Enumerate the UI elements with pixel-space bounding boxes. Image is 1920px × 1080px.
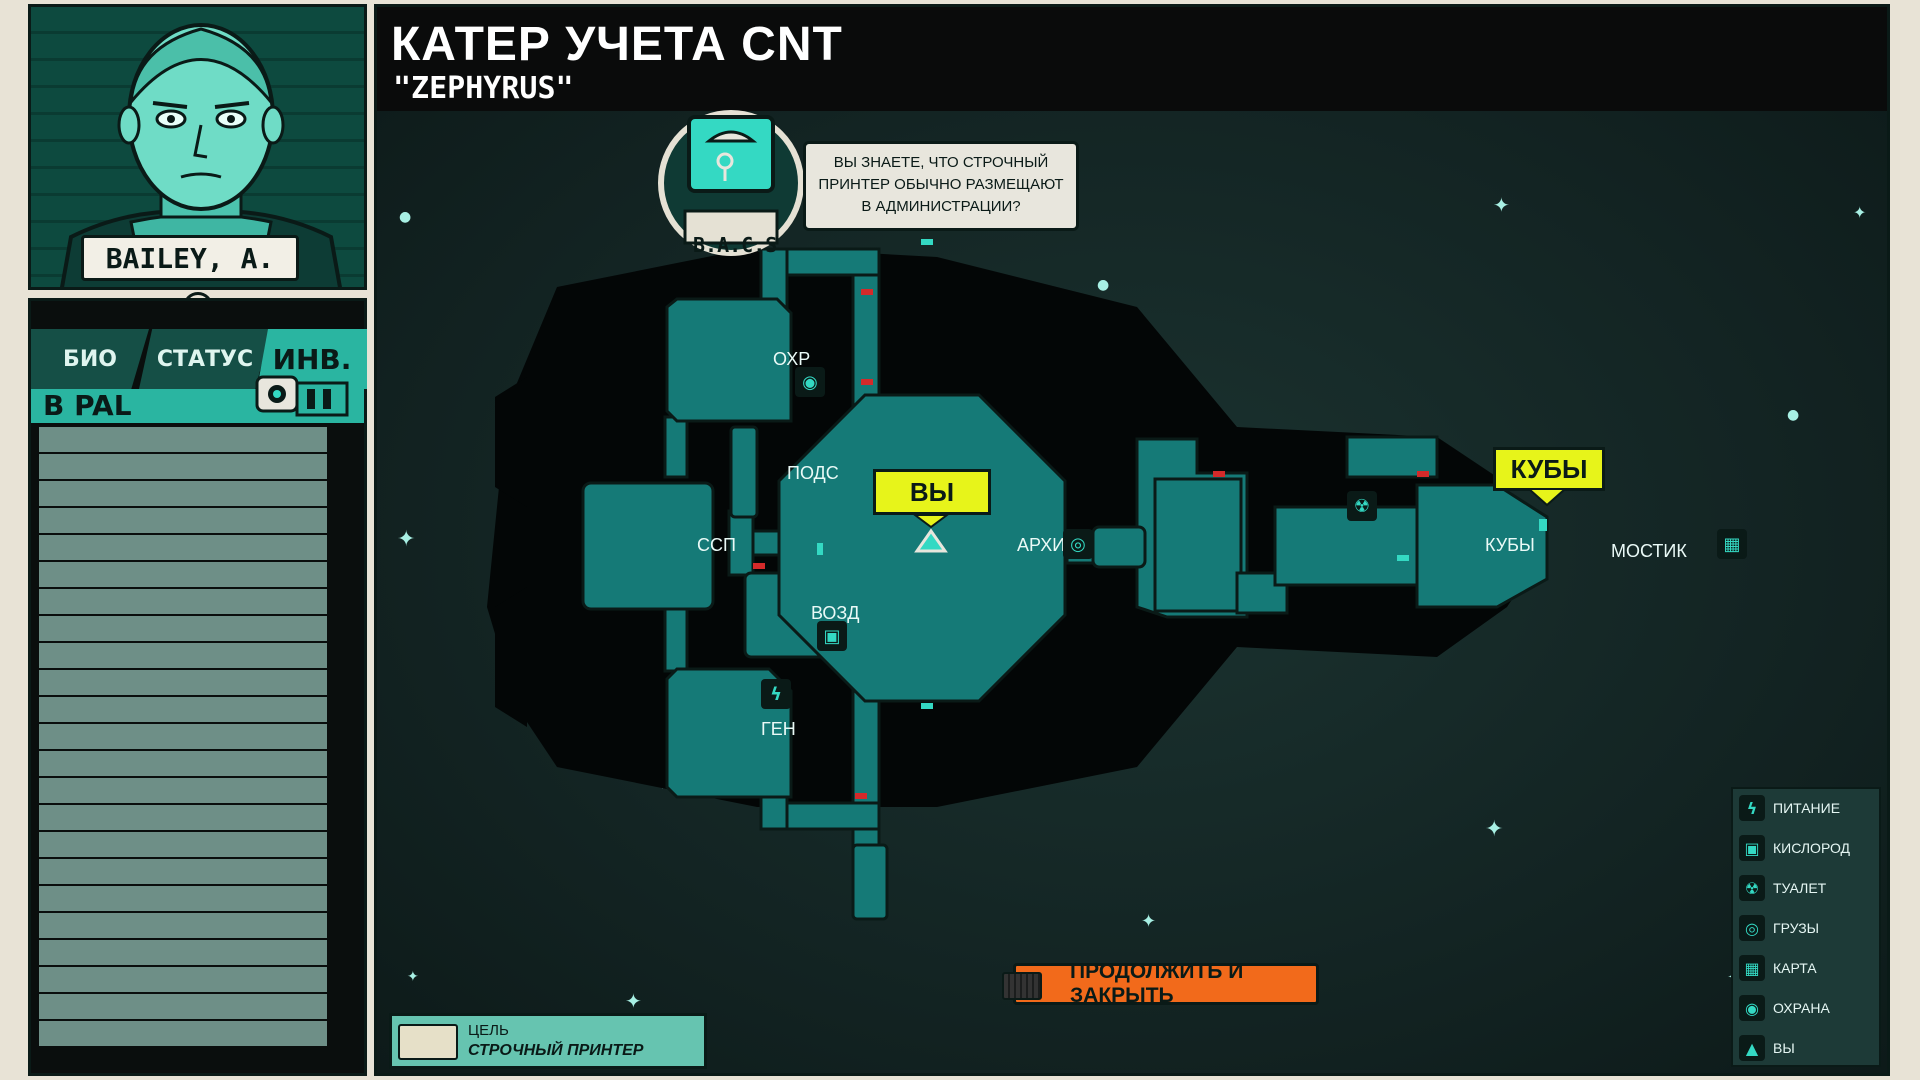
star-icon: ● <box>1097 277 1110 293</box>
ship-schematic <box>487 239 1549 921</box>
legend-label: ВЫ <box>1773 1040 1795 1056</box>
map-terminal-icon: ▦ <box>1717 529 1747 559</box>
map-title: КАТЕР УЧЕТА CNT <box>391 18 843 71</box>
line-printer-icon <box>398 1024 458 1060</box>
star-icon: ✦ <box>1493 193 1510 217</box>
character-portrait: BAILEY, A. <box>28 4 367 290</box>
inventory-slot[interactable] <box>39 940 327 965</box>
legend-item-map: ▦ КАРТА <box>1739 953 1817 983</box>
objective-box: ЦЕЛЬ СТРОЧНЫЙ ПРИНТЕР <box>389 1013 707 1069</box>
panel-tabs: БИО СТАТУС ИНВ. <box>31 329 367 389</box>
legend-label: ОХРАНА <box>1773 1000 1830 1016</box>
inventory-panel: БИО СТАТУС ИНВ. В PAL <box>28 298 367 1076</box>
legend-label: ГРУЗЫ <box>1773 920 1820 936</box>
continue-close-button[interactable]: ПРОДОЛЖИТЬ И ЗАКРЫТЬ <box>1002 960 1319 1007</box>
room-label-bridge: МОСТИК <box>1611 541 1687 561</box>
inventory-slot[interactable] <box>39 994 327 1019</box>
inventory-slot[interactable] <box>39 832 327 857</box>
room-label-generator: ГЕН <box>761 719 796 739</box>
bacs-label: B.A.C.S <box>693 233 778 257</box>
star-icon: ● <box>399 209 412 225</box>
star-icon: ✦ <box>1853 203 1867 222</box>
tab-status[interactable]: СТАТУС <box>139 329 271 389</box>
inventory-slot[interactable] <box>39 535 327 560</box>
inventory-slot[interactable] <box>39 967 327 992</box>
inventory-scrollbar[interactable] <box>334 427 358 1067</box>
inventory-list <box>39 427 327 1067</box>
star-icon: ✦ <box>407 969 419 985</box>
star-icon: ● <box>1787 407 1800 423</box>
objective-cubes-marker: КУБЫ <box>1493 447 1605 491</box>
star-icon: ✦ <box>1485 817 1504 842</box>
legend-item-toilet: ☢ ТУАЛЕТ <box>1739 873 1826 903</box>
cubes-pointer-icon <box>1527 488 1567 507</box>
inventory-slot[interactable] <box>39 670 327 695</box>
legend-item-cargo: ◎ ГРУЗЫ <box>1739 913 1819 943</box>
inventory-slot[interactable] <box>39 778 327 803</box>
inventory-slot[interactable] <box>39 562 327 587</box>
inventory-slot[interactable] <box>39 859 327 884</box>
map-icon: ▦ <box>1739 955 1765 981</box>
legend-label: ТУАЛЕТ <box>1773 880 1827 896</box>
security-icon: ◉ <box>1739 995 1765 1021</box>
objective-value: СТРОЧНЫЙ ПРИНТЕР <box>468 1042 644 1059</box>
inventory-slot[interactable] <box>39 454 327 479</box>
player-location-marker: ВЫ <box>873 469 991 515</box>
star-icon: ✦ <box>397 527 416 552</box>
oxygen-icon: ▣ <box>817 621 847 651</box>
room-label-support: ПОДС <box>787 463 839 483</box>
legend-item-oxygen: ▣ КИСЛОРОД <box>1739 833 1850 863</box>
inventory-slot[interactable] <box>39 508 327 533</box>
legend-item-you: ▲ ВЫ <box>1739 1033 1795 1063</box>
room-label-ssp: ССП <box>697 535 736 555</box>
map-title-bar: КАТЕР УЧЕТА CNT "ZEPHYRUS" <box>377 7 1887 111</box>
inventory-slot[interactable] <box>39 1021 327 1046</box>
map-subtitle: "ZEPHYRUS" <box>393 71 574 106</box>
toilet-icon: ☢ <box>1739 875 1765 901</box>
power-icon: ϟ <box>761 679 791 709</box>
toilet-icon: ☢ <box>1347 491 1377 521</box>
tab-bio[interactable]: БИО <box>31 329 149 389</box>
inventory-slot[interactable] <box>39 886 327 911</box>
room-label-air: ВОЗД <box>811 603 860 623</box>
room-label-cubes: КУБЫ <box>1485 535 1535 555</box>
map-legend: ϟ ПИТАНИЕ ▣ КИСЛОРОД ☢ ТУАЛЕТ ◎ ГРУЗЫ ▦ … <box>1731 787 1881 1067</box>
star-icon: ✦ <box>625 989 642 1013</box>
legend-label: ПИТАНИЕ <box>1773 800 1841 816</box>
oxygen-icon: ▣ <box>1739 835 1765 861</box>
inventory-slot[interactable] <box>39 724 327 749</box>
ship-map: КАТЕР УЧЕТА CNT "ZEPHYRUS" ● ✦ ✦ ✦ ✦ ✦ ✦… <box>374 4 1890 1076</box>
keyboard-key-icon <box>1002 972 1042 1000</box>
star-icon: ✦ <box>1141 911 1157 932</box>
legend-item-security: ◉ ОХРАНА <box>1739 993 1830 1023</box>
cargo-icon: ◎ <box>1739 915 1765 941</box>
inventory-slot[interactable] <box>39 481 327 506</box>
inventory-slot[interactable] <box>39 697 327 722</box>
continue-close-label: ПРОДОЛЖИТЬ И ЗАКРЫТЬ <box>1070 960 1244 1007</box>
security-eye-icon: ◉ <box>795 367 825 397</box>
inventory-slot[interactable] <box>39 589 327 614</box>
inventory-slot[interactable] <box>39 616 327 641</box>
character-nameplate: BAILEY, A. <box>81 235 299 281</box>
pal-robot-icon <box>255 375 349 417</box>
cargo-icon: ◎ <box>1063 529 1093 559</box>
legend-label: КАРТА <box>1773 960 1817 976</box>
room-label-archive: АРХИВ <box>1017 535 1078 555</box>
inventory-slot[interactable] <box>39 913 327 938</box>
inventory-slot[interactable] <box>39 751 327 776</box>
room-label-security: ОХР <box>773 349 811 369</box>
inventory-slot[interactable] <box>39 427 327 452</box>
hint-speech-bubble: ВЫ ЗНАЕТЕ, ЧТО СТРОЧНЫЙ ПРИНТЕР ОБЫЧНО Р… <box>803 141 1079 231</box>
objective-label: ЦЕЛЬ <box>468 1022 509 1039</box>
power-icon: ϟ <box>1739 795 1765 821</box>
legend-label: КИСЛОРОД <box>1773 840 1851 856</box>
legend-item-power: ϟ ПИТАНИЕ <box>1739 793 1840 823</box>
inventory-slot[interactable] <box>39 643 327 668</box>
inventory-slot[interactable] <box>39 805 327 830</box>
player-arrow-icon <box>912 514 950 553</box>
you-icon: ▲ <box>1739 1035 1765 1061</box>
bacs-avatar <box>658 110 804 256</box>
